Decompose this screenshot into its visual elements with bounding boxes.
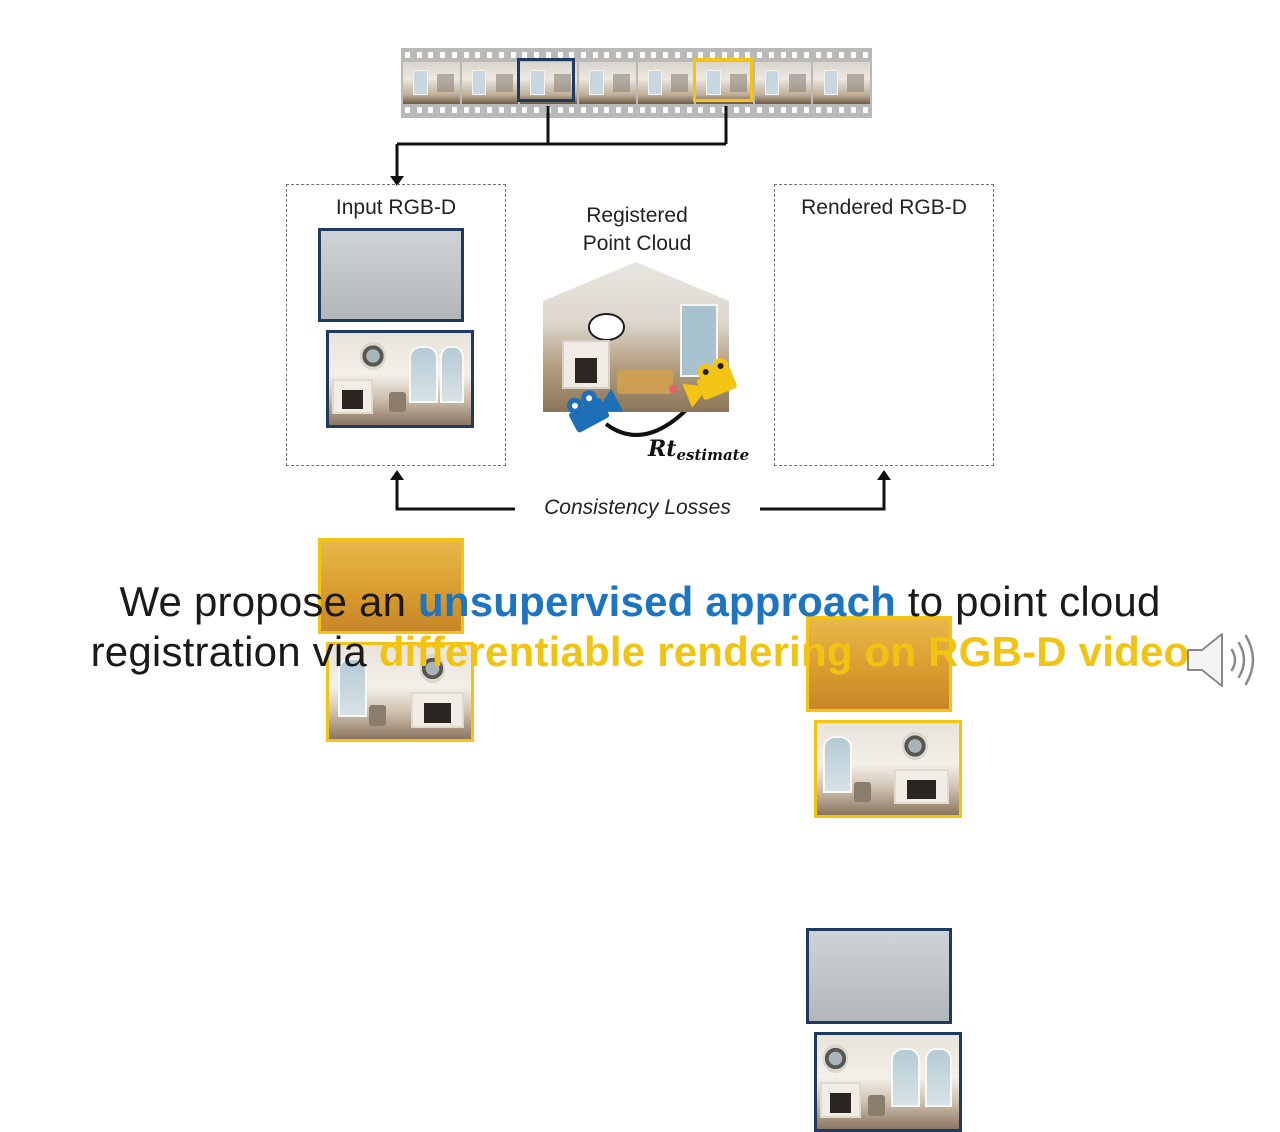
loss-to-rendered-arrow — [760, 478, 886, 511]
fireplace — [411, 691, 464, 728]
filmstrip-to-input-arrow — [395, 106, 728, 178]
video-frame — [461, 62, 519, 104]
rendered-rgbd-title: Rendered RGB-D — [801, 196, 967, 219]
input-frame-back — [318, 228, 464, 322]
video-frame — [578, 62, 636, 104]
rt-subscript: estimate — [676, 446, 750, 465]
rt-estimate-label: Rtestimate — [648, 436, 749, 464]
chair — [868, 1095, 886, 1116]
caption-line-1: We propose an unsupervised approach to p… — [0, 578, 1280, 626]
rug — [617, 370, 674, 394]
camera-icon — [566, 388, 624, 433]
input-rgbd-panel — [286, 184, 506, 466]
selected-frame-source — [517, 58, 575, 102]
selected-frame-target — [693, 58, 753, 102]
video-frame — [403, 62, 460, 104]
video-frame — [813, 62, 870, 104]
mirror — [360, 342, 386, 370]
mirror — [902, 732, 928, 760]
window — [408, 345, 439, 404]
fireplace — [331, 378, 373, 414]
point-cloud-hole — [587, 313, 626, 341]
caption-line1-pre: We propose an — [119, 578, 419, 625]
filmstrip-arrowhead — [390, 176, 404, 186]
video-frame — [637, 62, 695, 104]
input-frame-source — [326, 330, 474, 428]
loss-input-arrowhead — [390, 470, 404, 480]
fireplace — [561, 340, 611, 389]
window — [680, 304, 718, 377]
input-rgbd-title: Input RGB-D — [335, 196, 457, 219]
input-frame-back — [318, 538, 464, 634]
video-frame — [754, 62, 812, 104]
point-cloud-title-line1: Registered — [586, 204, 688, 227]
video-filmstrip — [401, 48, 872, 118]
mirror — [419, 654, 446, 683]
chair — [368, 705, 386, 726]
window — [822, 735, 853, 794]
loss-to-input-arrow — [395, 478, 515, 511]
chair — [388, 391, 406, 413]
video-frame — [520, 62, 577, 104]
filmstrip-perforations-top — [405, 52, 868, 59]
window — [924, 1048, 952, 1107]
fireplace — [893, 768, 949, 804]
consistency-losses-label: Consistency Losses — [544, 496, 731, 519]
filmstrip-perforations-bottom — [405, 107, 868, 114]
camera-icon — [682, 358, 737, 408]
speaker-icon[interactable] — [1182, 628, 1262, 692]
connector-arrows — [390, 106, 891, 511]
caption-line-2: registration via differentiable renderin… — [0, 628, 1280, 676]
caption-line2-pre: registration via — [90, 628, 379, 675]
camera-transform-arrow — [604, 400, 696, 437]
loss-rendered-arrowhead — [877, 470, 891, 480]
chair — [853, 781, 871, 803]
rendered-frame-target — [814, 720, 962, 818]
rendered-frame-back — [806, 928, 952, 1024]
mirror — [822, 1044, 849, 1073]
filmstrip-frames — [403, 62, 870, 104]
point-marker — [669, 385, 678, 393]
point-cloud-title: Registered Point Cloud — [562, 202, 712, 258]
rt-symbol: Rt — [648, 436, 677, 462]
window — [439, 345, 464, 404]
video-frame — [696, 62, 753, 104]
window — [890, 1048, 921, 1107]
fireplace — [819, 1081, 861, 1118]
caption-line1-post: to point cloud — [896, 578, 1161, 625]
rendered-frame-back — [806, 616, 952, 712]
rendered-rgbd-panel — [774, 184, 994, 466]
caption-highlight-unsupervised: unsupervised approach — [418, 578, 897, 625]
point-cloud-title-line2: Point Cloud — [582, 232, 692, 255]
rendered-frame-source — [814, 1032, 962, 1132]
caption-highlight-rendering: differentiable rendering on RGB-D video — [378, 628, 1190, 675]
window — [337, 658, 368, 717]
